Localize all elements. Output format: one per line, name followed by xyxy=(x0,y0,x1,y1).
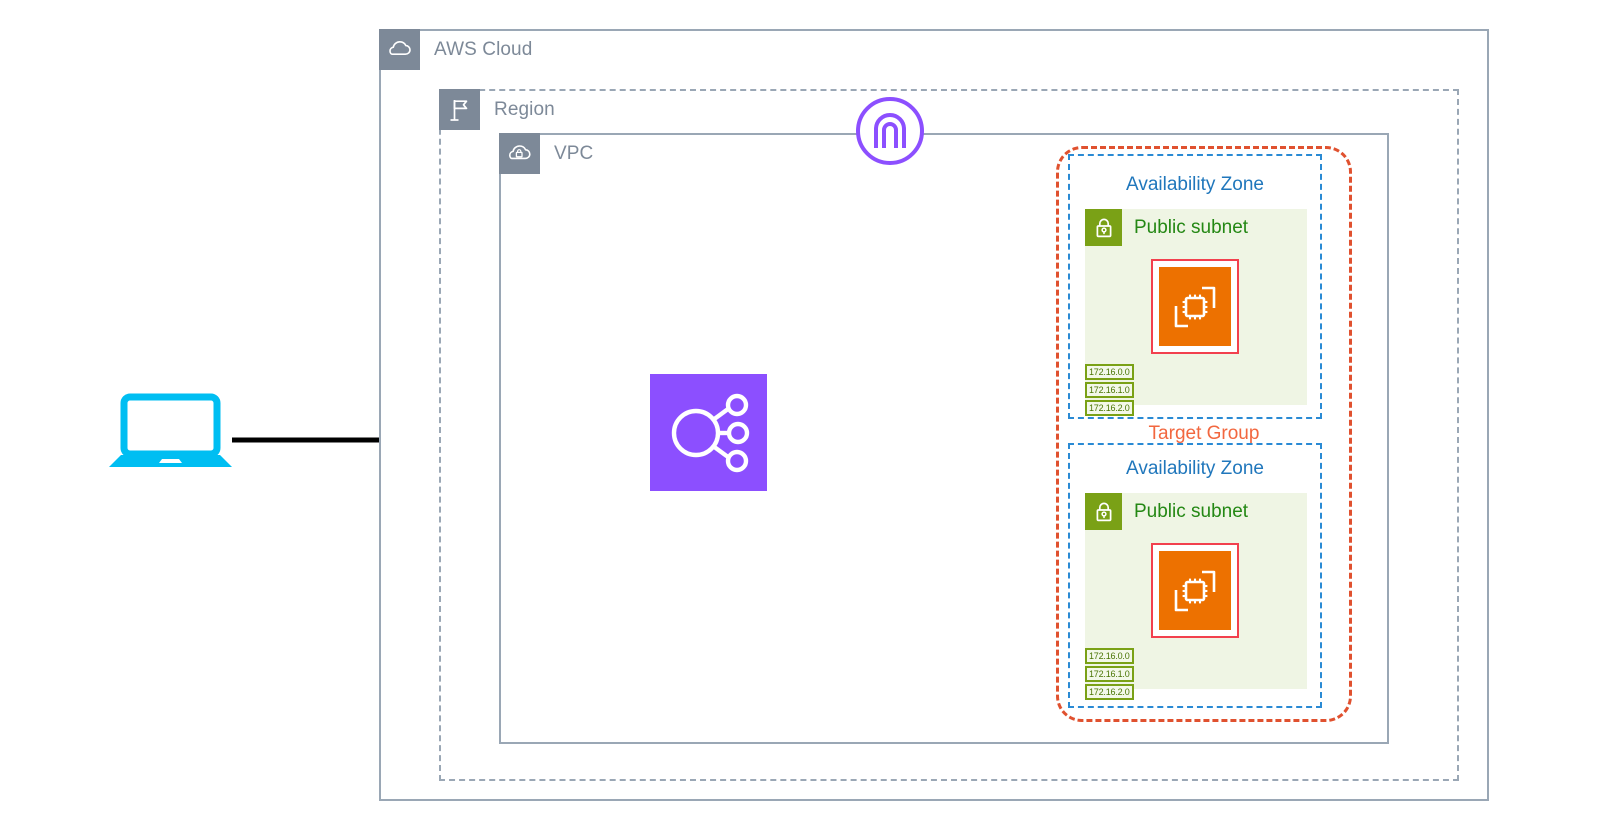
public-subnet-2-header: Public subnet xyxy=(1085,493,1248,530)
cidr-chip: 172.16.0.0 xyxy=(1085,364,1134,380)
availability-zone-2-label: Availability Zone xyxy=(1125,458,1264,479)
region-label: Region xyxy=(439,89,555,130)
cloud-icon xyxy=(379,29,420,70)
vpc-label: VPC xyxy=(499,133,593,174)
vpc-label-text: VPC xyxy=(554,142,594,164)
region-container xyxy=(439,89,1459,781)
availability-zone-2-container xyxy=(1068,443,1322,708)
vpc-cloud-lock-icon xyxy=(499,133,540,174)
public-subnet-1-label: Public subnet xyxy=(1134,216,1249,238)
laptop-icon xyxy=(109,393,232,467)
public-subnet-1-header: Public subnet xyxy=(1085,209,1248,246)
region-label-text: Region xyxy=(494,98,555,120)
elastic-load-balancer-node[interactable] xyxy=(650,374,767,491)
cidr-chip: 172.16.1.0 xyxy=(1085,666,1134,682)
ec2-instances-icon xyxy=(1159,551,1231,630)
availability-zone-1-container xyxy=(1068,154,1322,419)
region-flag-icon xyxy=(439,89,480,130)
target-group-label: Target Group xyxy=(1148,423,1260,444)
cidr-chip: 172.16.2.0 xyxy=(1085,684,1134,700)
elastic-load-balancing-icon xyxy=(671,393,749,472)
ec2-instances-2[interactable] xyxy=(1151,543,1239,638)
ec2-instances-icon xyxy=(1159,267,1231,346)
target-group-container xyxy=(1056,146,1352,722)
availability-zone-1-label: Availability Zone xyxy=(1125,174,1264,195)
cidr-chip: 172.16.1.0 xyxy=(1085,382,1134,398)
internet-gateway-node[interactable] xyxy=(855,96,925,166)
public-subnet-2-cidr-list: 172.16.0.0 172.16.1.0 172.16.2.0 xyxy=(1085,648,1134,700)
internet-gateway-icon xyxy=(856,97,924,165)
public-subnet-2-label: Public subnet xyxy=(1134,500,1249,522)
aws-cloud-label: AWS Cloud xyxy=(379,29,532,70)
cidr-chip: 172.16.0.0 xyxy=(1085,648,1134,664)
vpc-container xyxy=(499,133,1389,744)
aws-cloud-label-text: AWS Cloud xyxy=(434,38,533,60)
lock-icon xyxy=(1085,493,1122,530)
cidr-chip: 172.16.2.0 xyxy=(1085,400,1134,416)
ec2-instances-1[interactable] xyxy=(1151,259,1239,354)
lock-icon xyxy=(1085,209,1122,246)
client-laptop-node[interactable] xyxy=(109,393,232,471)
public-subnet-1-cidr-list: 172.16.0.0 172.16.1.0 172.16.2.0 xyxy=(1085,364,1134,416)
